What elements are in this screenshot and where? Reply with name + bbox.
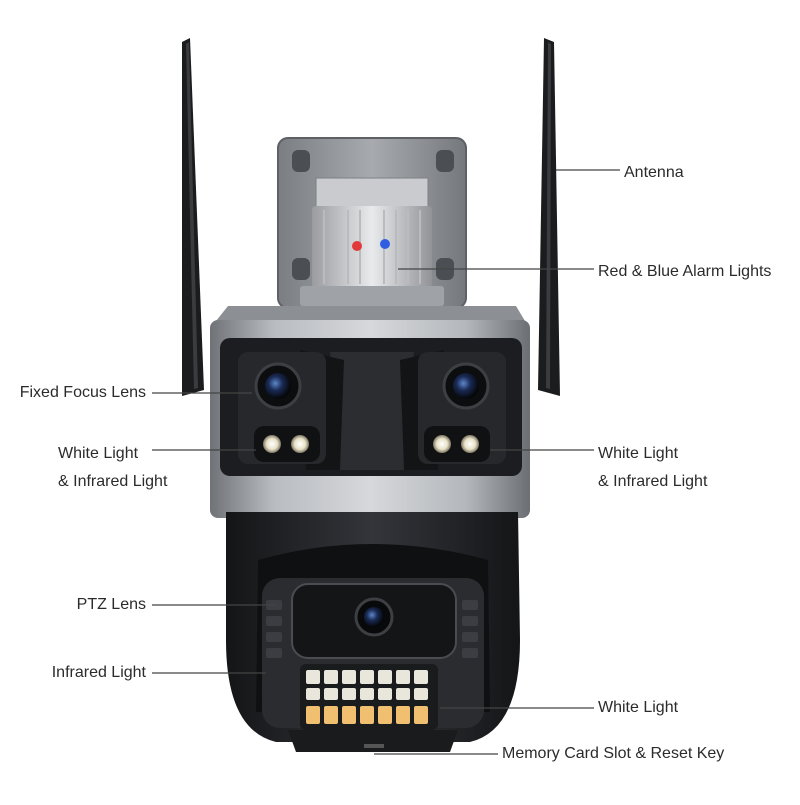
left-fixed-lens bbox=[254, 362, 302, 410]
label-right-white-ir-line1: White Light bbox=[598, 445, 679, 462]
label-right-white-ir: White Light & Infrared Light bbox=[598, 440, 707, 496]
label-left-white-ir-line1: White Light bbox=[58, 445, 139, 462]
upper-housing bbox=[210, 306, 530, 518]
right-antenna bbox=[538, 38, 560, 396]
label-fixed-focus-lens: Fixed Focus Lens bbox=[19, 384, 146, 401]
right-white-ir-lights bbox=[424, 426, 490, 462]
led-array bbox=[300, 664, 438, 730]
label-ptz-lens: PTZ Lens bbox=[76, 596, 146, 613]
infrared-led-row bbox=[306, 670, 428, 700]
leader-lines bbox=[152, 169, 620, 755]
ptz-lens bbox=[354, 597, 394, 637]
red-alarm-light bbox=[352, 241, 362, 251]
label-antenna: Antenna bbox=[624, 164, 684, 181]
right-fixed-lens bbox=[442, 362, 490, 410]
memory-card-base bbox=[288, 730, 458, 752]
left-white-ir-lights bbox=[254, 426, 320, 462]
label-white-light: White Light bbox=[598, 699, 679, 716]
label-memory-card: Memory Card Slot & Reset Key bbox=[502, 745, 725, 762]
label-infrared-light: Infrared Light bbox=[51, 664, 146, 681]
label-left-white-ir: White Light & Infrared Light bbox=[58, 440, 167, 496]
label-alarm-lights: Red & Blue Alarm Lights bbox=[598, 263, 772, 280]
label-left-white-ir-line2: & Infrared Light bbox=[58, 473, 168, 490]
white-led-row bbox=[306, 706, 428, 724]
label-right-white-ir-line2: & Infrared Light bbox=[598, 473, 708, 490]
alarm-light-dome bbox=[300, 177, 444, 306]
blue-alarm-light bbox=[380, 239, 390, 249]
left-antenna bbox=[182, 38, 204, 396]
